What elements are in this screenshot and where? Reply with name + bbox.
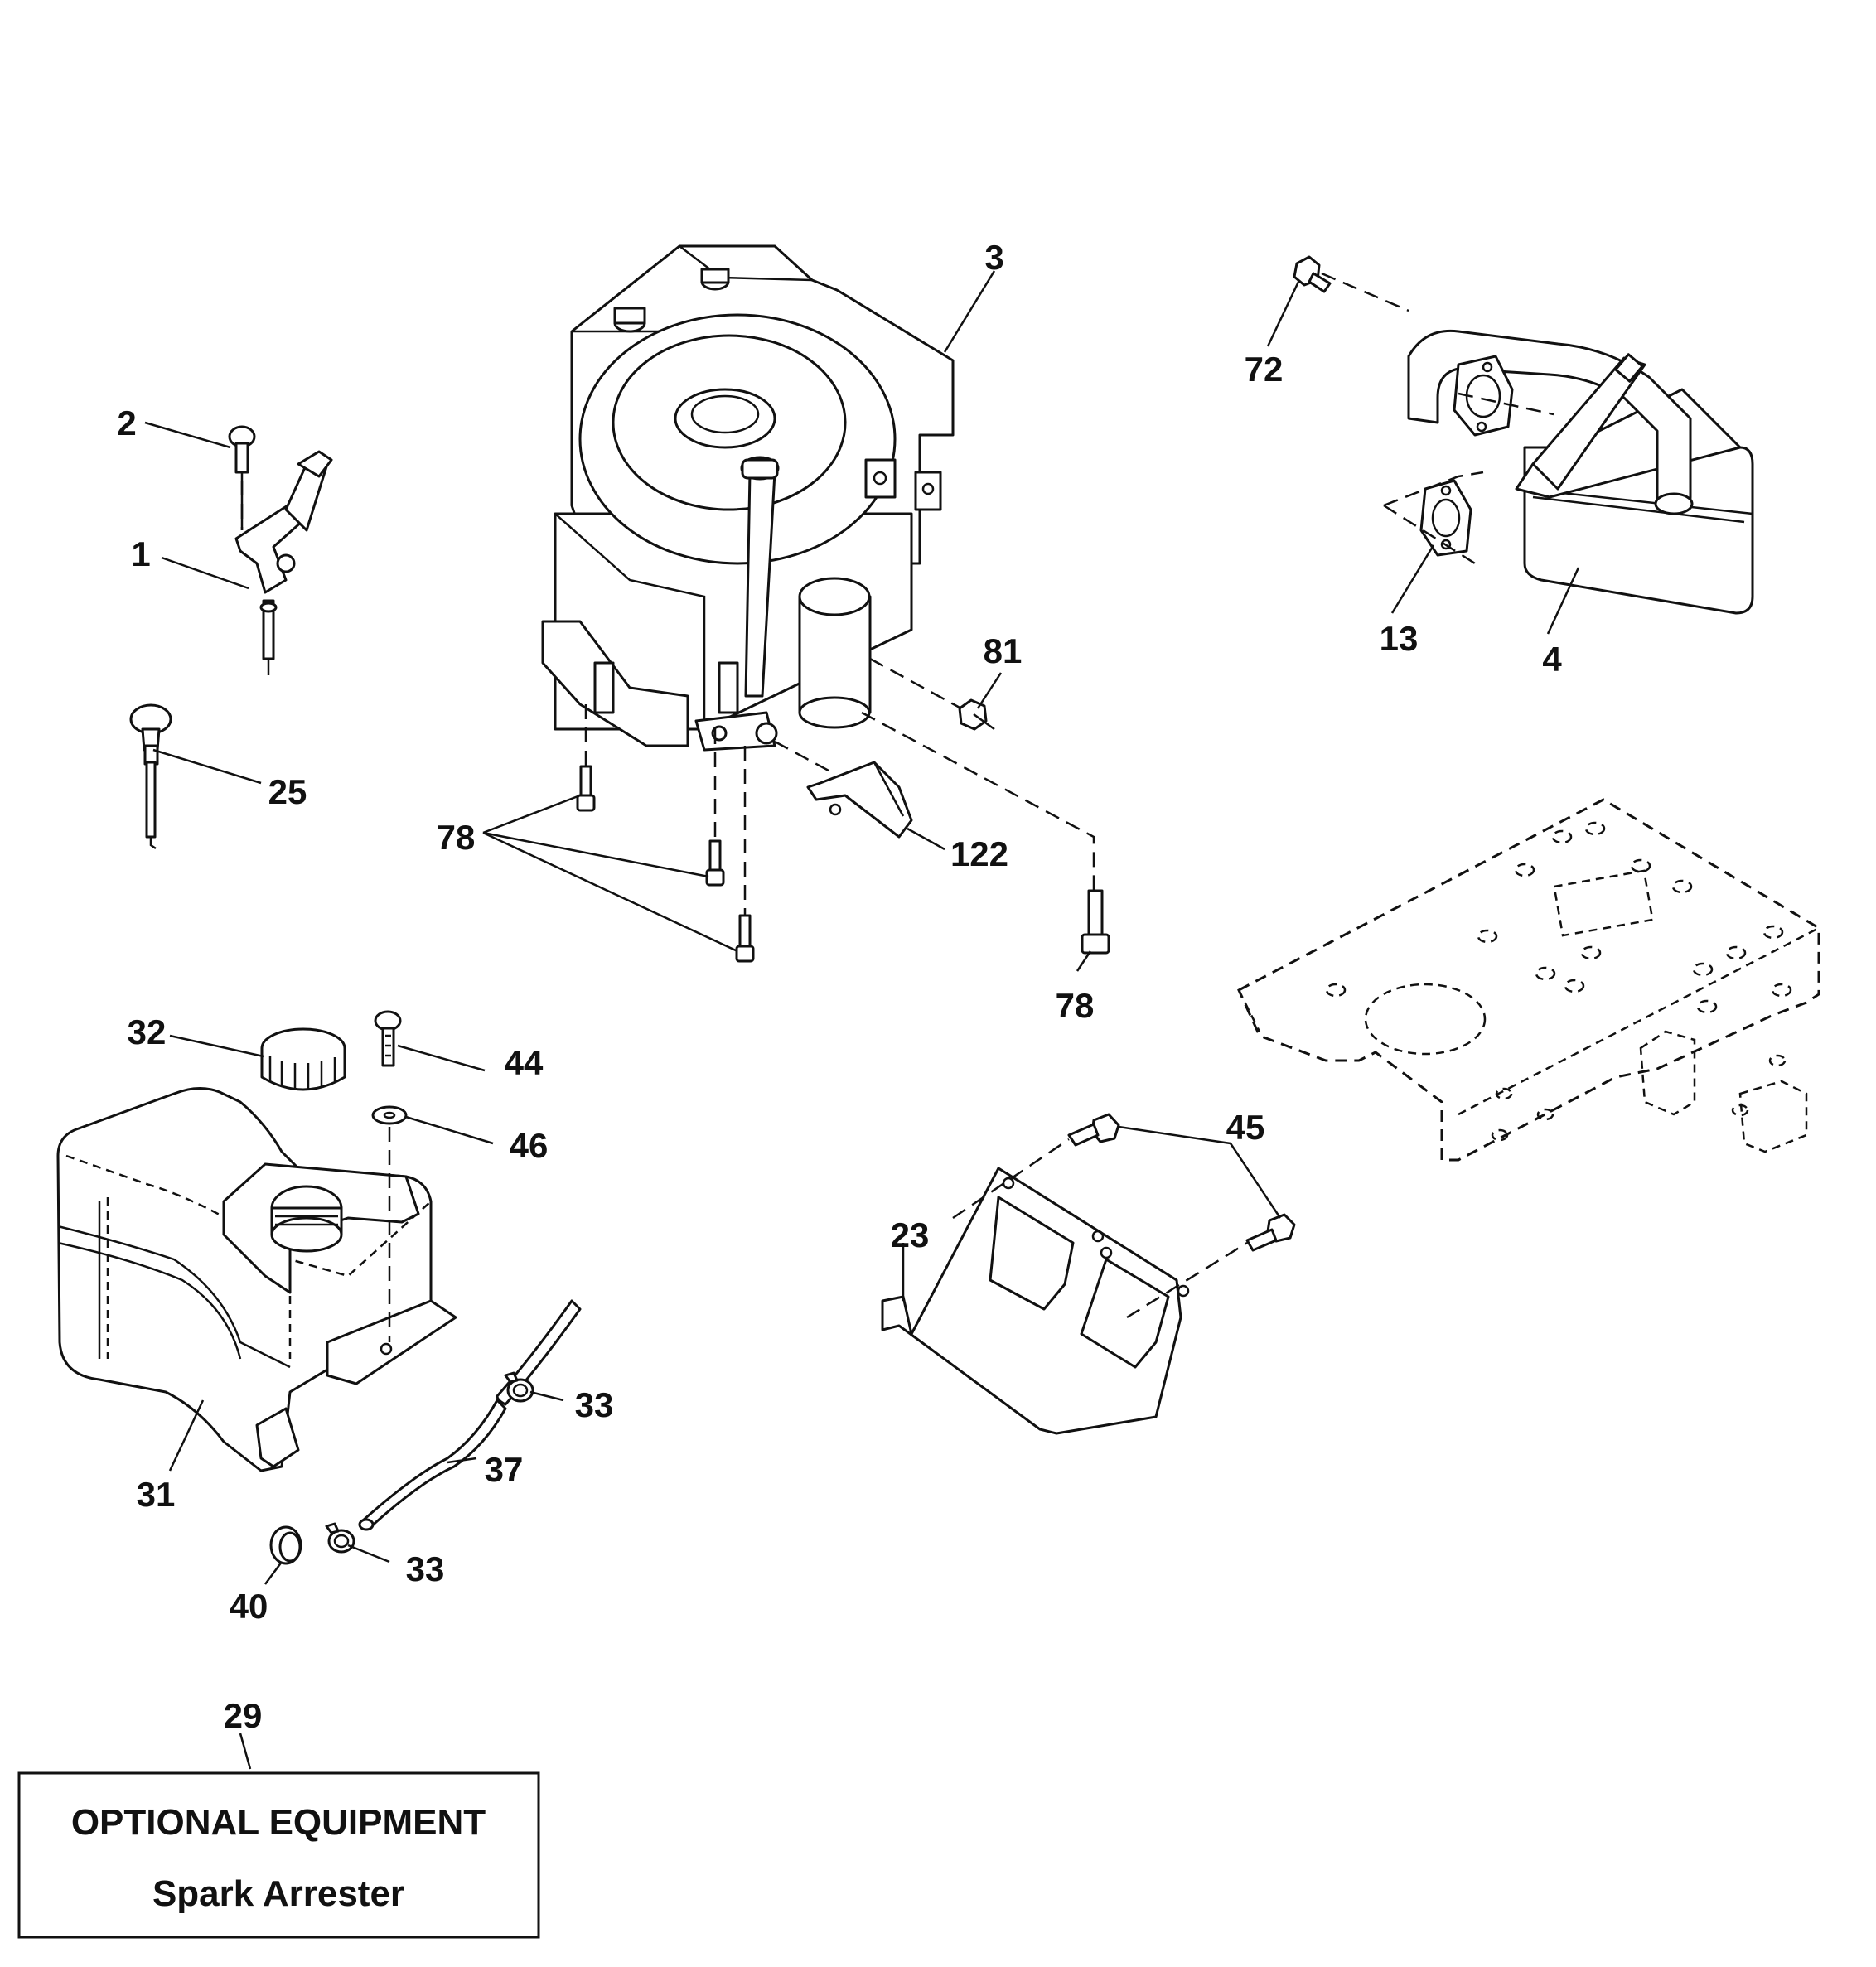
callout-31: 31 [137, 1475, 176, 1514]
callout-2: 2 [117, 404, 136, 442]
washer-46 [371, 1105, 408, 1125]
muffler [1407, 329, 1754, 615]
callout-1: 1 [131, 534, 150, 573]
callout-labels: 3 72 13 4 2 1 25 81 78 122 78 32 44 46 4… [117, 238, 1562, 1735]
mounting-plate [881, 1167, 1190, 1435]
screw-45-upper [1067, 1113, 1120, 1147]
callout-46: 46 [510, 1126, 549, 1165]
screw-45-lower [1245, 1213, 1296, 1252]
bolt-72 [1293, 255, 1332, 293]
callout-81: 81 [984, 631, 1023, 670]
grommet-40 [269, 1525, 302, 1565]
callout-23: 23 [891, 1215, 930, 1254]
bolt-78-lower [735, 914, 755, 963]
screw-44 [374, 1010, 402, 1067]
optional-equipment-box: OPTIONAL EQUIPMENT Spark Arrester [17, 1771, 540, 1939]
nut-81 [958, 698, 995, 731]
callout-29: 29 [224, 1696, 263, 1735]
callout-78-left: 78 [437, 818, 476, 857]
callout-33-upper: 33 [575, 1385, 614, 1424]
optional-equipment-title: OPTIONAL EQUIPMENT [71, 1802, 486, 1843]
bolt-78-middle [705, 839, 725, 887]
callout-72: 72 [1245, 350, 1284, 389]
engine-assembly [541, 244, 955, 752]
callout-122: 122 [950, 834, 1008, 873]
hose-clamp-upper [504, 1371, 534, 1403]
frame-dashed [1237, 798, 1820, 1162]
optional-equipment-subtitle: Spark Arrester [152, 1873, 404, 1914]
callout-78-right: 78 [1056, 986, 1095, 1025]
callout-44: 44 [505, 1043, 544, 1082]
throttle-control [228, 425, 333, 675]
callout-45: 45 [1226, 1108, 1265, 1147]
assembly-lines [240, 272, 1554, 1342]
callout-13: 13 [1380, 619, 1419, 658]
callout-40: 40 [230, 1587, 268, 1626]
fuel-tank [56, 1087, 457, 1472]
fuel-cap [260, 1027, 346, 1091]
choke-knob [129, 703, 172, 850]
clip-122 [806, 761, 913, 839]
callout-37: 37 [485, 1450, 524, 1489]
callout-3: 3 [984, 238, 1003, 277]
callout-4: 4 [1542, 640, 1562, 679]
bolt-78-left [576, 765, 596, 812]
bolt-78-right [1081, 889, 1110, 955]
hose-clamp-lower [325, 1522, 355, 1554]
callout-32: 32 [128, 1012, 167, 1051]
callout-25: 25 [268, 772, 307, 811]
callout-33-lower: 33 [406, 1549, 445, 1588]
leader-lines [144, 270, 1580, 1770]
